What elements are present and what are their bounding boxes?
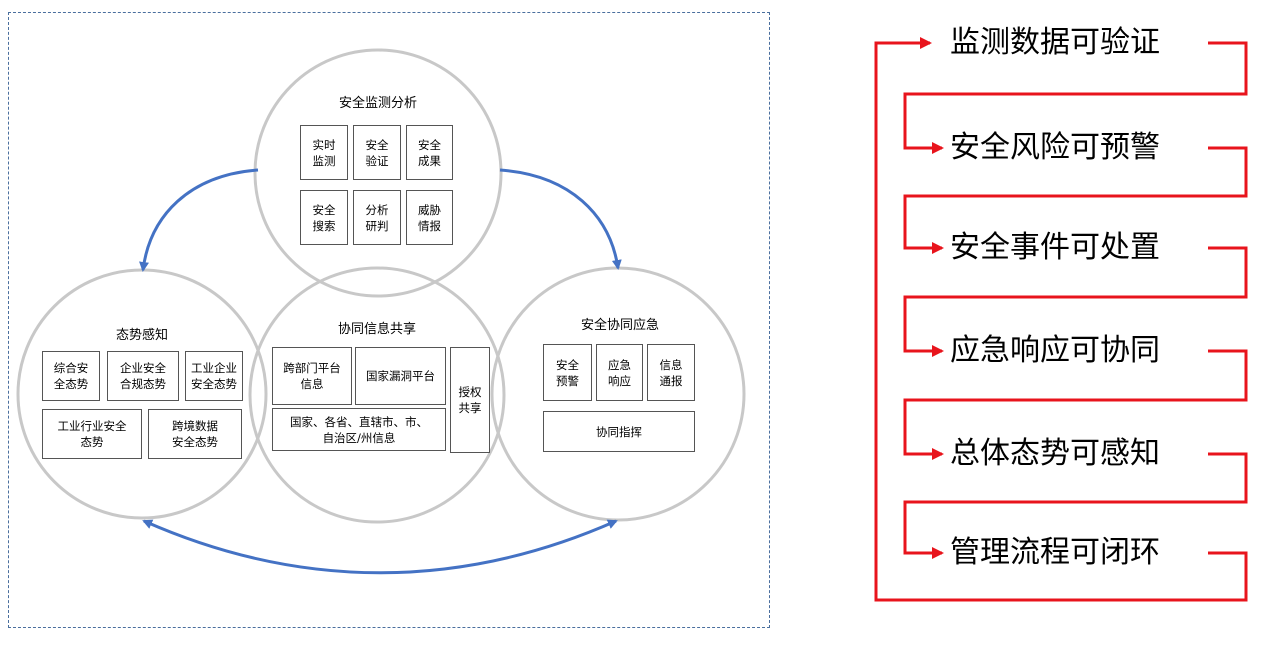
arrow-analysis-to-response xyxy=(499,168,622,270)
response-item-command: 协同指挥 xyxy=(543,411,695,452)
flow-step-6: 管理流程可闭环 xyxy=(950,535,1160,570)
situation-item-cross-border-data: 跨境数据 安全态势 xyxy=(148,409,242,459)
sharing-title: 协同信息共享 xyxy=(337,322,416,337)
analysis-item-analysis-judgement: 分析 研判 xyxy=(353,190,401,245)
situation-item-compliance: 企业安全 合规态势 xyxy=(107,351,179,401)
flow-connector-1 xyxy=(903,41,1248,154)
situation-title: 态势感知 xyxy=(115,328,168,343)
sharing-item-regional-info: 国家、各省、直辖市、市、 自治区/州信息 xyxy=(272,408,446,451)
response-item-emergency: 应急 响应 xyxy=(596,344,643,401)
flow-connector-2 xyxy=(903,146,1248,254)
flow-return-line xyxy=(874,37,1212,602)
analysis-item-security-verification: 安全 验证 xyxy=(353,125,401,180)
response-title: 安全协同应急 xyxy=(580,318,659,333)
flow-step-2: 安全风险可预警 xyxy=(950,130,1160,165)
analysis-title: 安全监测分析 xyxy=(338,96,417,111)
situation-item-overall: 综合安 全态势 xyxy=(42,351,100,401)
situation-item-industrial-enterprise: 工业企业 安全态势 xyxy=(185,351,243,401)
sharing-item-authorized-sharing: 授权 共享 xyxy=(450,347,490,453)
flow-step-5: 总体态势可感知 xyxy=(950,436,1160,471)
sharing-item-national-vuln-platform: 国家漏洞平台 xyxy=(355,347,446,405)
circle-analysis xyxy=(253,48,503,298)
flow-step-3: 安全事件可处置 xyxy=(950,230,1160,265)
diagram-frame xyxy=(8,12,770,628)
flow-step-1: 监测数据可验证 xyxy=(950,25,1160,60)
arrow-analysis-to-situation xyxy=(139,168,259,272)
analysis-item-security-search: 安全 搜索 xyxy=(300,190,348,245)
flow-connector-3 xyxy=(903,246,1248,357)
flow-step-4: 应急响应可协同 xyxy=(950,333,1160,368)
analysis-item-threat-intel: 威胁 情报 xyxy=(406,190,453,245)
situation-item-industrial-sector: 工业行业安全 态势 xyxy=(42,409,142,459)
flow-connector-6 xyxy=(1208,551,1248,602)
flow-connector-4 xyxy=(903,349,1248,460)
arrow-situation-response-bidirectional xyxy=(142,519,618,575)
response-item-notification: 信息 通报 xyxy=(647,344,695,401)
sharing-item-cross-department: 跨部门平台 信息 xyxy=(272,347,352,405)
analysis-item-security-results: 安全 成果 xyxy=(406,125,453,180)
analysis-item-realtime-monitoring: 实时 监测 xyxy=(300,125,348,180)
response-item-warning: 安全 预警 xyxy=(543,344,592,401)
flow-connector-5 xyxy=(903,452,1248,559)
